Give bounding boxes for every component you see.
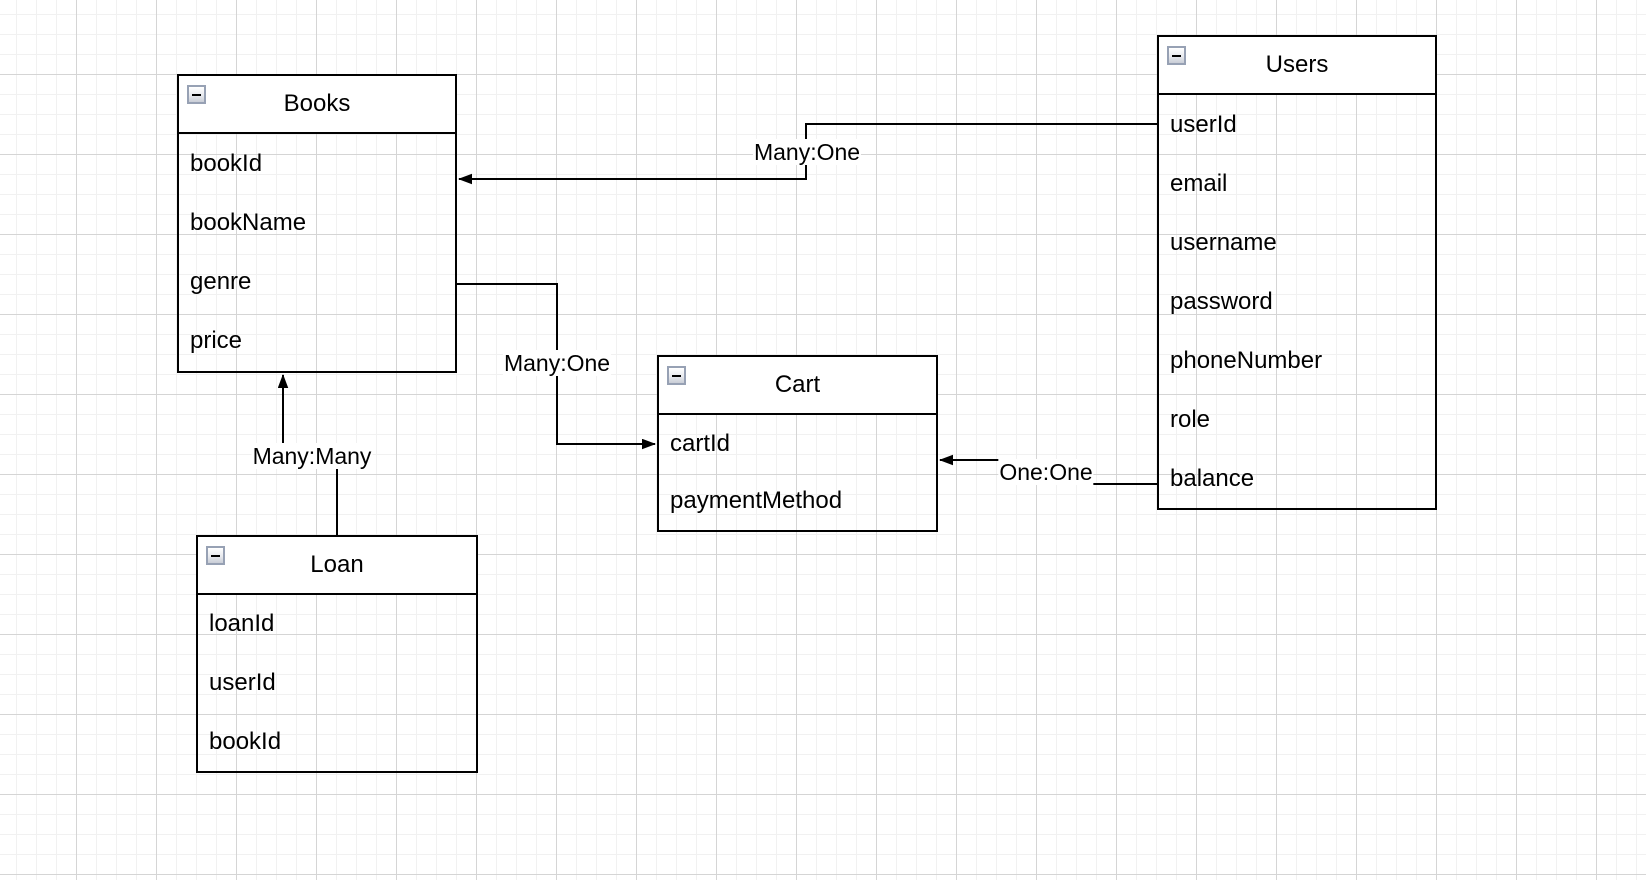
collapse-minus-icon[interactable] [667,366,686,385]
table-row[interactable]: cartId [659,415,936,473]
field-label: bookId [190,149,263,177]
table-row[interactable]: loanId [198,595,476,654]
table-row[interactable]: bookId [179,134,455,193]
table-row[interactable]: userId [1159,95,1435,154]
table-row[interactable]: userId [198,654,476,713]
field-label: password [1170,287,1273,315]
table-title: Books [283,90,351,117]
table-row[interactable]: username [1159,213,1435,272]
table-row[interactable]: phoneNumber [1159,331,1435,390]
field-label: userId [1170,110,1237,138]
table-row[interactable]: genre [179,253,455,312]
field-label: role [1170,405,1211,433]
minus-glyph [211,554,220,557]
field-label: price [190,327,243,355]
field-label: paymentMethod [670,487,843,515]
minus-glyph [1172,54,1181,57]
entity-table-loan[interactable]: Loan loanId userId bookId [196,535,478,773]
collapse-minus-icon[interactable] [1167,46,1186,65]
books-header[interactable]: Books [179,76,455,134]
field-label: username [1170,228,1277,256]
table-title: Users [1265,51,1329,78]
field-label: genre [190,268,252,296]
entity-table-cart[interactable]: Cart cartId paymentMethod [657,355,938,532]
table-title: Loan [310,551,364,578]
entity-table-books[interactable]: Books bookId bookName genre price [177,74,457,373]
minus-glyph [192,93,201,96]
field-label: email [1170,169,1228,197]
table-row[interactable]: balance [1159,449,1435,508]
edge-label-loan-books[interactable]: Many:Many [251,443,373,469]
table-title: Cart [774,371,821,398]
minus-glyph [672,374,681,377]
table-row[interactable]: bookName [179,193,455,252]
field-label: loanId [209,610,275,638]
table-row[interactable]: bookId [198,712,476,771]
edge-label-books-cart[interactable]: Many:One [502,350,612,376]
field-label: phoneNumber [1170,346,1323,374]
collapse-minus-icon[interactable] [206,546,225,565]
edge-label-users-cart[interactable]: One:One [998,459,1094,485]
table-row[interactable]: role [1159,390,1435,449]
field-label: bookId [209,727,282,755]
table-row[interactable]: email [1159,154,1435,213]
field-label: cartId [670,429,731,457]
entity-table-users[interactable]: Users userId email username password pho… [1157,35,1437,510]
table-row[interactable]: password [1159,272,1435,331]
collapse-minus-icon[interactable] [187,85,206,104]
field-label: userId [209,669,276,696]
table-row[interactable]: price [179,312,455,371]
field-label: bookName [190,208,307,236]
cart-header[interactable]: Cart [659,357,936,415]
loan-header[interactable]: Loan [198,537,476,595]
table-row[interactable]: paymentMethod [659,473,936,531]
field-label: balance [1170,464,1255,492]
edge-label-users-books[interactable]: Many:One [752,139,862,165]
users-header[interactable]: Users [1159,37,1435,95]
